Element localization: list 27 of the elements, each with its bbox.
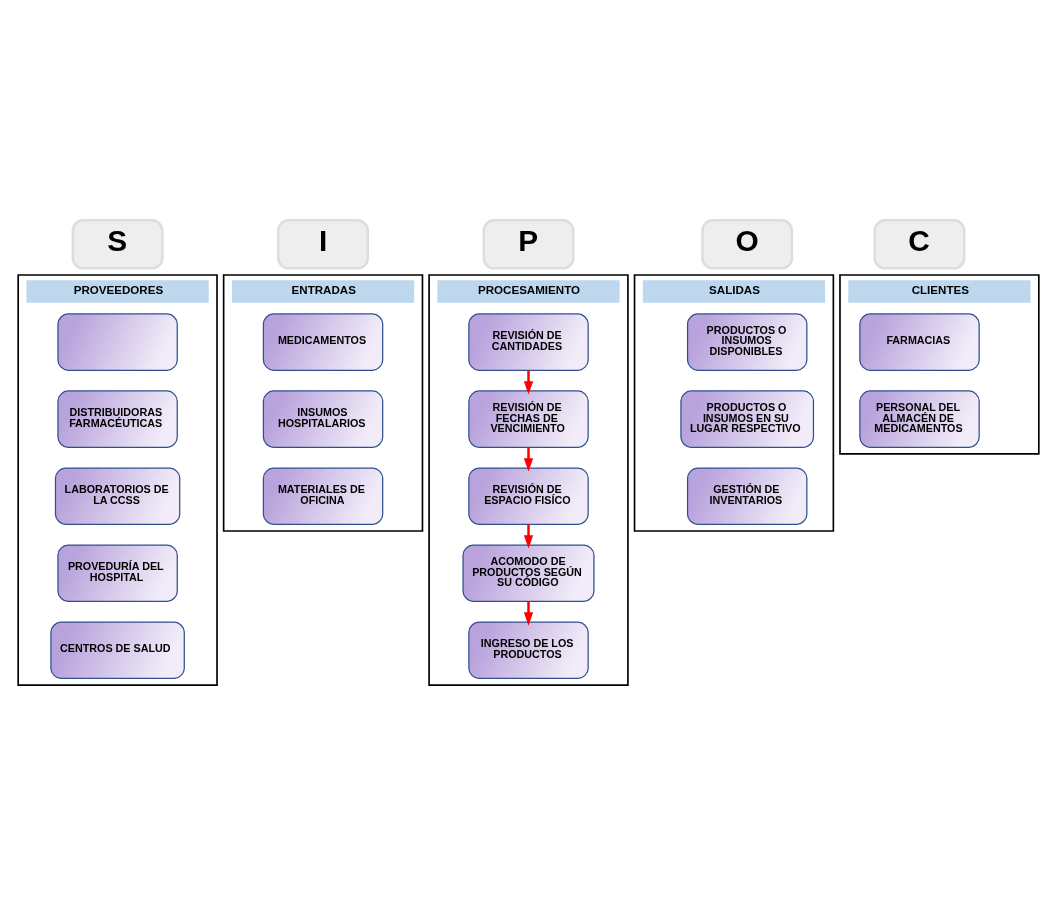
arrow bbox=[523, 524, 534, 549]
node-box: FARMACIAS bbox=[859, 313, 980, 371]
arrow bbox=[523, 370, 534, 395]
node-box: PRODUCTOS O INSUMOS DISPONIBLES bbox=[686, 313, 808, 371]
node-box: PROVEDURÍA DEL HOSPITAL bbox=[57, 544, 178, 602]
node-box: MATERIALES DE OFICINA bbox=[262, 467, 384, 525]
arrow bbox=[523, 601, 534, 626]
node-box: PRODUCTOS O INSUMOS EN SU LUGAR RESPECTIVO bbox=[680, 390, 815, 448]
arrow bbox=[523, 447, 534, 472]
node-box: INSUMOS HOSPITALARIOS bbox=[262, 390, 384, 448]
node-box: I bbox=[277, 219, 370, 270]
node-box: C bbox=[873, 219, 966, 270]
node-box: O bbox=[701, 219, 794, 270]
node-box: REVISIÓN DE FECHAS DE VENCIMIENTO bbox=[468, 390, 589, 448]
node-box: REVISIÓN DE CANTIDADES bbox=[468, 313, 589, 371]
node-box: P bbox=[482, 219, 575, 270]
node-box: MEDICAMENTOS bbox=[262, 313, 384, 371]
node-box bbox=[57, 313, 178, 371]
node-box: DISTRIBUIDORAS FARMACÉUTICAS bbox=[57, 390, 178, 448]
node-box: INGRESO DE LOS PRODUCTOS bbox=[468, 621, 589, 680]
node-box: PERSONAL DEL ALMACÉN DE MEDICAMENTOS bbox=[859, 390, 980, 448]
node-box: REVISIÓN DE ESPACIO FISÍCO bbox=[468, 467, 589, 525]
node-box: GESTIÓN DE INVENTARIOS bbox=[686, 467, 808, 525]
node-box: ACOMODO DE PRODUCTOS SEGÚN SU CÓDIGO bbox=[462, 544, 595, 602]
node-box: S bbox=[71, 219, 164, 270]
node-box: CENTROS DE SALUD bbox=[50, 621, 185, 680]
node-box: LABORATORIOS DE LA CCSS bbox=[54, 467, 181, 525]
